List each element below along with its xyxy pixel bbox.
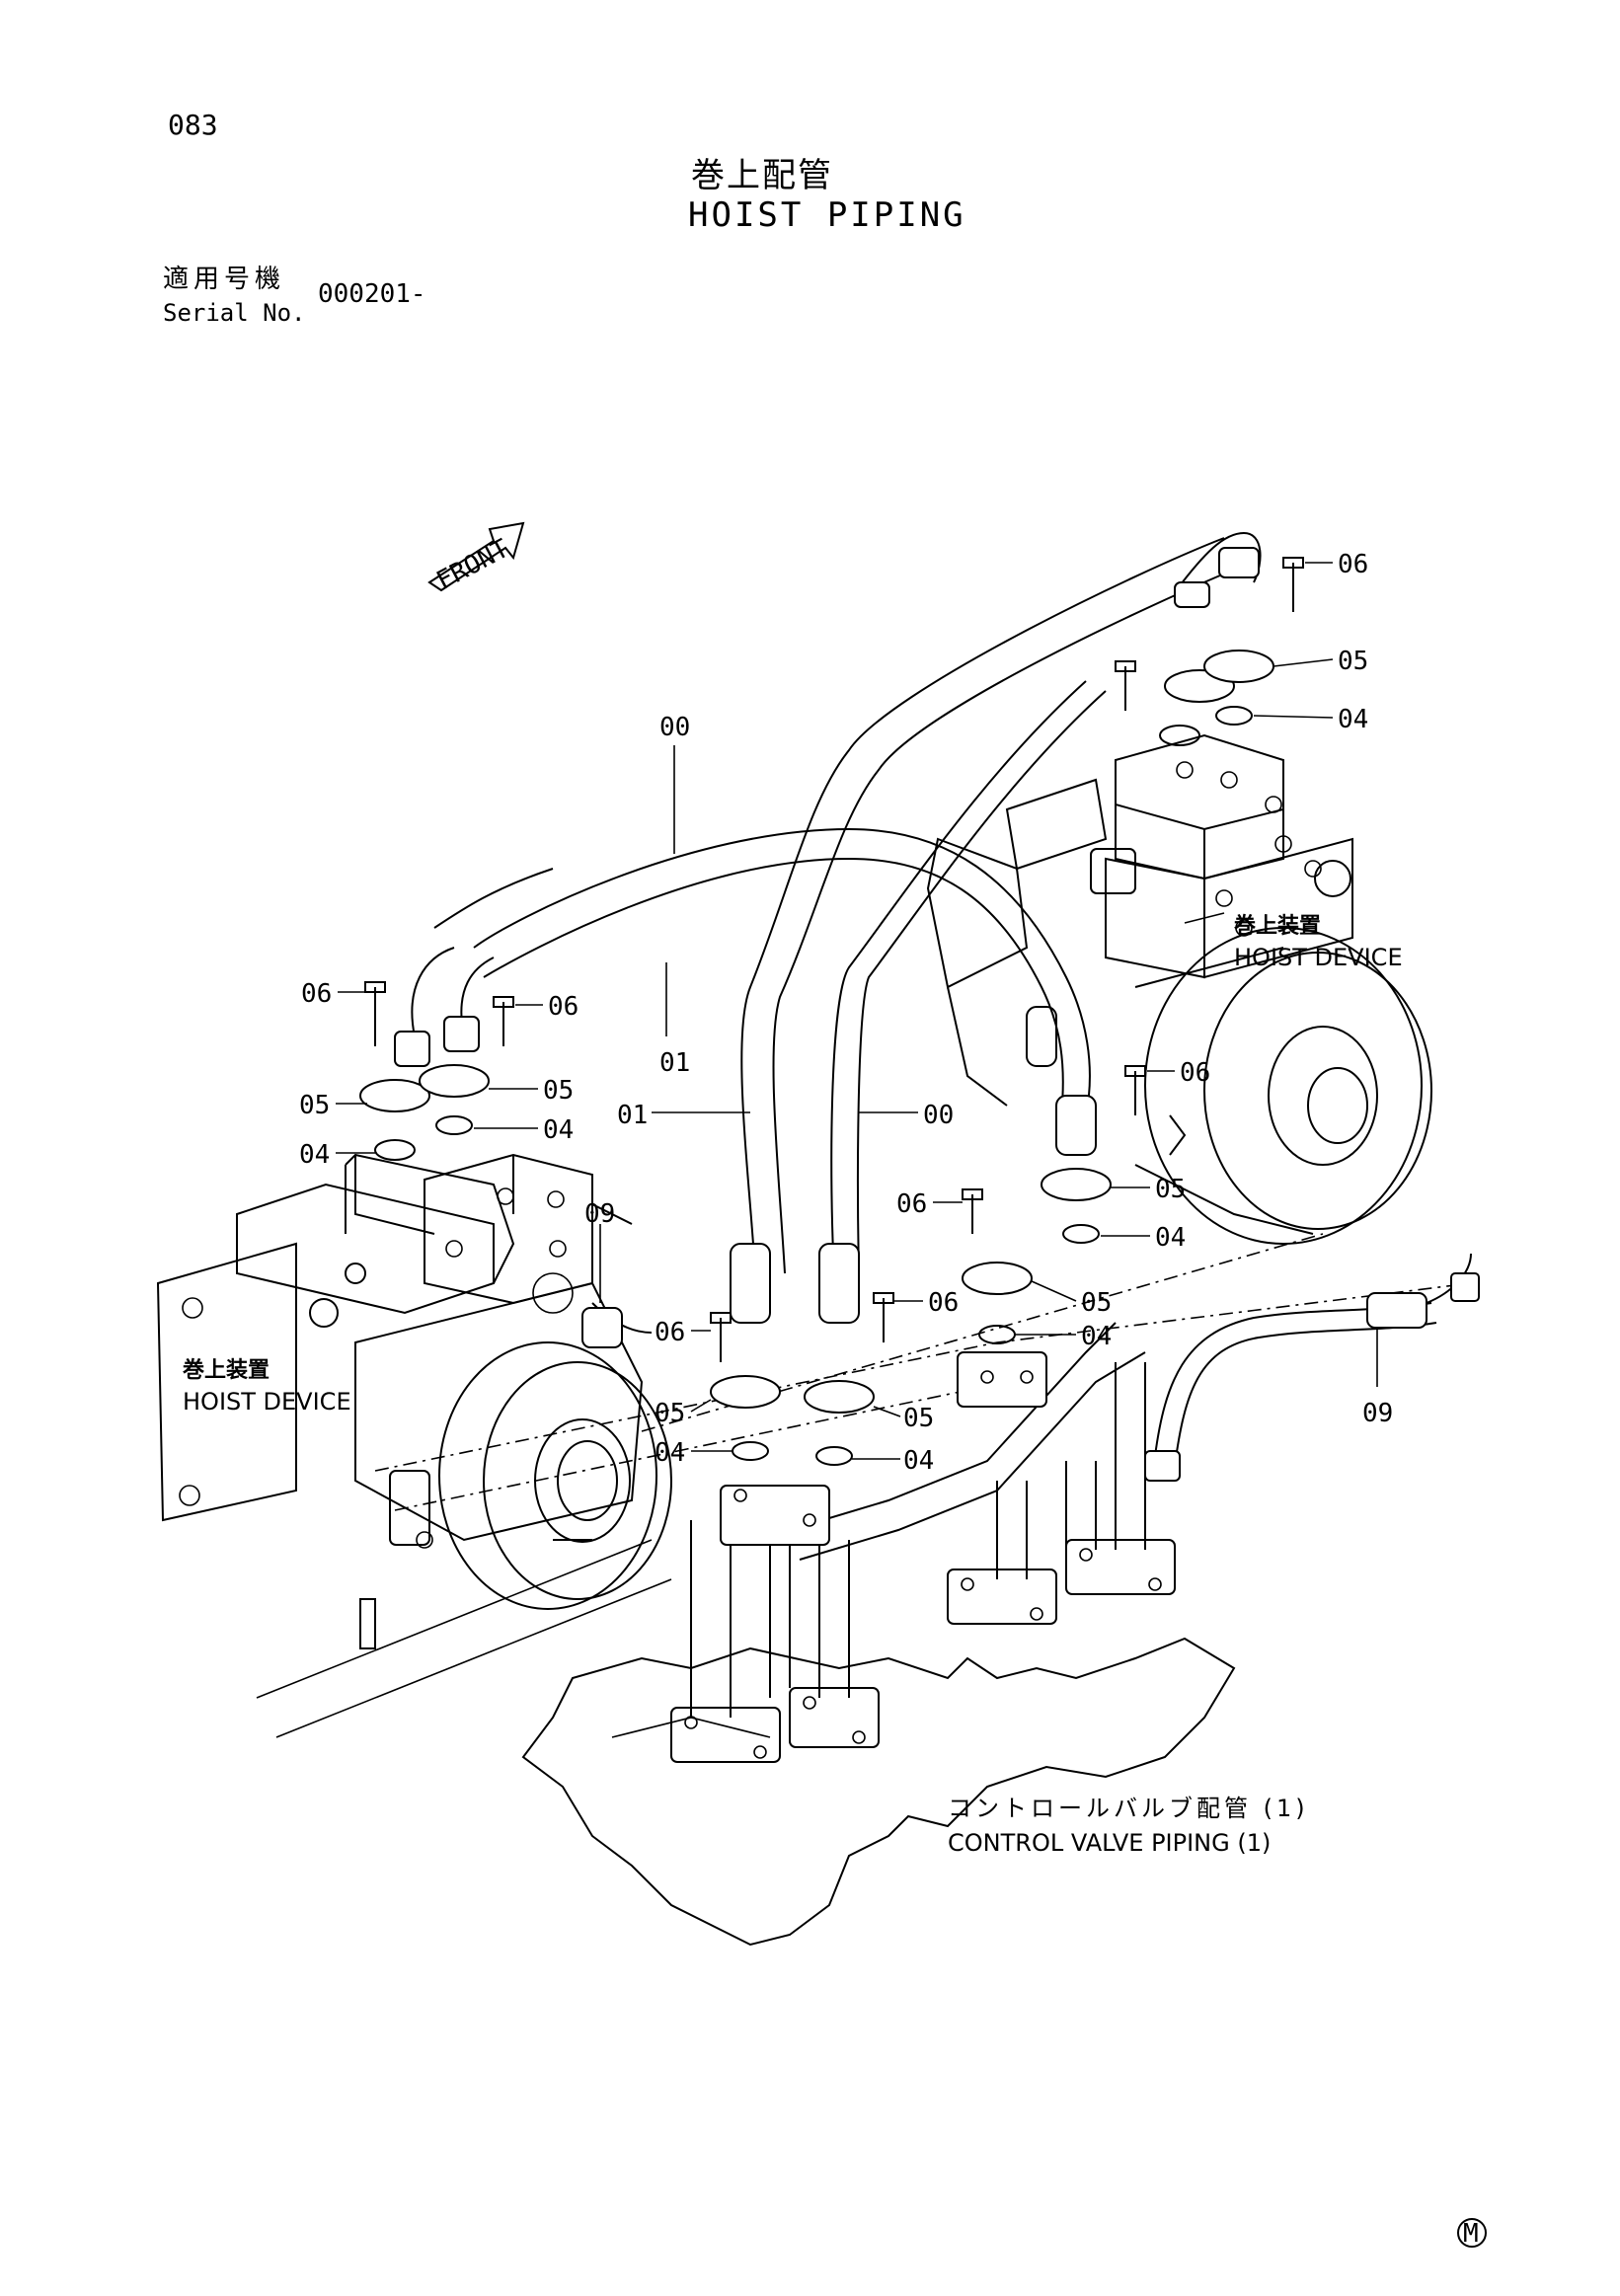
page-title-en: HOIST PIPING [688, 195, 966, 235]
top-elbow-fittings [1174, 531, 1262, 608]
callout-04: 04 [1081, 1322, 1112, 1351]
callout-06: 06 [928, 1288, 959, 1318]
callout-06: 06 [301, 979, 332, 1009]
hose-09-right [1144, 1253, 1480, 1482]
callout-05: 05 [655, 1399, 685, 1428]
control-valve-block [521, 1539, 1236, 1947]
note-control-valve-jp: コントロールバルブ配管 (1) [948, 1795, 1309, 1822]
hose-09-left [581, 1302, 653, 1348]
callout-09: 09 [584, 1199, 615, 1229]
note-hoist-device-en-right: HOIST DEVICE [1234, 944, 1403, 971]
callout-04: 04 [299, 1140, 330, 1170]
callout-06: 06 [896, 1189, 927, 1219]
note-hoist-device-jp-right: 巻上装置 [1234, 913, 1321, 939]
footer-mark-letter: M [1463, 2219, 1479, 2249]
callout-05: 05 [903, 1404, 934, 1433]
callout-01: 01 [617, 1101, 648, 1130]
callout-06: 06 [1180, 1058, 1210, 1088]
note-hoist-device-jp-left: 巻上装置 [183, 1357, 270, 1383]
serial-value: 000201- [318, 279, 426, 309]
front-label: FRONT [431, 534, 513, 596]
callout-06: 06 [1338, 550, 1368, 579]
callout-09: 09 [1362, 1399, 1393, 1428]
part-oring-04 [374, 706, 1253, 1466]
callout-00: 00 [923, 1101, 954, 1130]
left-elbow-fittings [394, 947, 495, 1067]
page-title-jp: 巻上配管 [691, 156, 833, 195]
callout-05: 05 [1081, 1288, 1112, 1318]
control-valve-pipes [690, 1322, 1146, 1718]
callout-04: 04 [1155, 1223, 1186, 1253]
callout-06: 06 [655, 1318, 685, 1347]
hose-00 [433, 537, 1240, 1324]
callout-04: 04 [1338, 705, 1368, 734]
callout-06: 06 [548, 992, 579, 1022]
front-arrow-icon: FRONT [427, 521, 525, 596]
callout-labels: 00 01 01 00 06 06 05 05 04 04 06 05 04 0… [299, 550, 1393, 1476]
note-hoist-device-en-left: HOIST DEVICE [183, 1388, 351, 1416]
callout-05: 05 [1338, 647, 1368, 676]
left-hoist-device [156, 1153, 672, 1649]
right-hoist-device [926, 733, 1432, 1245]
page-number: 083 [168, 109, 218, 141]
part-flange-05 [359, 650, 1274, 1414]
callout-00: 00 [659, 713, 690, 742]
callout-04: 04 [655, 1438, 685, 1468]
note-control-valve-en: CONTROL VALVE PIPING (1) [948, 1829, 1271, 1857]
part-bolt-06 [364, 557, 1304, 1362]
serial-label-jp: 適用号機 [163, 265, 286, 294]
callout-04: 04 [543, 1115, 574, 1145]
callout-05: 05 [543, 1076, 574, 1106]
callout-05: 05 [1155, 1175, 1186, 1204]
leader-lines [336, 562, 1378, 1460]
footer-mark: M [1457, 2218, 1487, 2249]
callout-05: 05 [299, 1091, 330, 1120]
callout-04: 04 [903, 1446, 934, 1476]
callout-01: 01 [659, 1048, 690, 1078]
notes: 巻上装置 HOIST DEVICE 巻上装置 HOIST DEVICE コントロ… [183, 913, 1403, 1857]
serial-label-en: Serial No. [163, 299, 306, 327]
